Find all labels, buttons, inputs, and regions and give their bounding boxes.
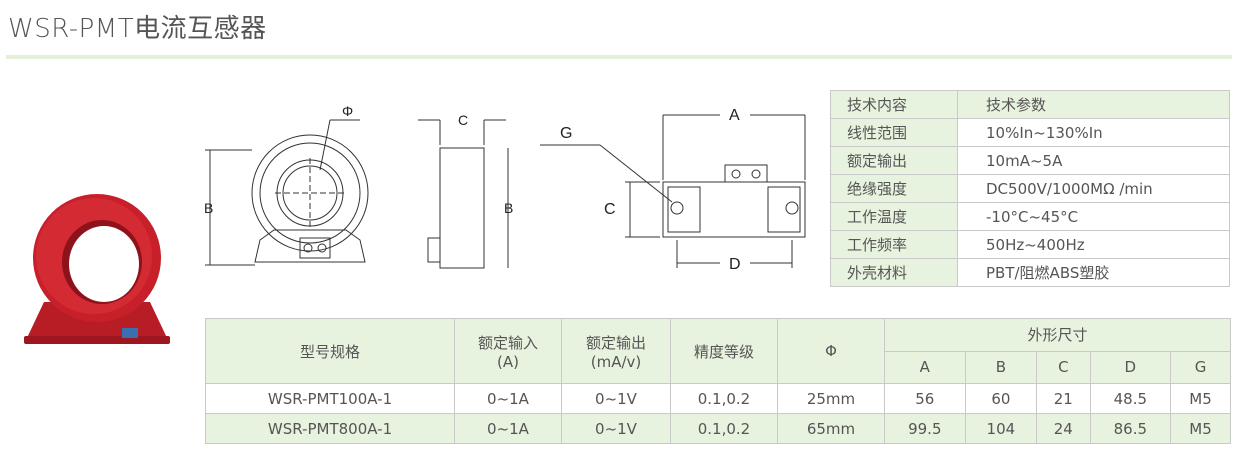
- model-cell: WSR-PMT800A-1: [205, 413, 455, 444]
- table-row: WSR-PMT100A-1 0~1A 0~1V 0.1,0.2 25mm 56 …: [205, 383, 1231, 414]
- product-photo: [24, 194, 170, 344]
- spec-value: DC500V/1000MΩ /min: [957, 174, 1230, 203]
- front-view-outer: [251, 134, 369, 252]
- model-header-output: 额定输出 (mA/v): [561, 318, 671, 384]
- input-cell: 0~1A: [454, 383, 562, 414]
- spec-row: 额定输出 10mA~5A: [830, 146, 1230, 175]
- dim-header-g: G: [1170, 350, 1231, 384]
- spec-header-row: 技术内容 技术参数: [830, 90, 1230, 119]
- spec-row: 工作温度 -10°C~45°C: [830, 202, 1230, 231]
- model-header-input-label: 额定输入: [477, 333, 538, 352]
- dim-c-cell: 21: [1036, 383, 1091, 414]
- model-header-row-2: A B C D G: [206, 350, 1231, 384]
- dim-g-cell: M5: [1170, 413, 1231, 444]
- dim-header-b: B: [964, 350, 1038, 384]
- dim-a-cell: 99.5: [884, 413, 966, 444]
- spec-value: 50Hz~400Hz: [957, 230, 1230, 259]
- spec-row: 线性范围 10%In~130%In: [830, 118, 1230, 147]
- top-c-label: C: [604, 201, 616, 218]
- spec-key: 工作频率: [830, 230, 958, 259]
- side-view-body: [439, 147, 485, 269]
- spec-value: PBT/阻燃ABS塑胶: [957, 258, 1230, 287]
- spec-header-key: 技术内容: [830, 90, 958, 119]
- spec-key: 外壳材料: [830, 258, 958, 287]
- dim-b-cell: 104: [964, 413, 1038, 444]
- spec-value: -10°C~45°C: [957, 202, 1230, 231]
- dim-c-cell: 24: [1036, 413, 1091, 444]
- model-header-phi: Φ: [777, 318, 885, 384]
- model-header-input-unit: (A): [497, 352, 519, 371]
- dim-d-cell: 86.5: [1089, 413, 1172, 444]
- accuracy-cell: 0.1,0.2: [670, 413, 778, 444]
- dim-a-cell: 56: [884, 383, 966, 414]
- spec-value: 10mA~5A: [957, 146, 1230, 175]
- spec-key: 额定输出: [830, 146, 958, 175]
- spec-key: 工作温度: [830, 202, 958, 231]
- spec-row: 外壳材料 PBT/阻燃ABS塑胶: [830, 258, 1230, 287]
- dim-header-a: A: [884, 350, 966, 384]
- model-header-output-label: 额定输出: [585, 333, 646, 352]
- dim-header-d: D: [1089, 350, 1172, 384]
- page-title: WSR-PMT电流互感器: [8, 14, 267, 44]
- phi-cell: 25mm: [777, 383, 885, 414]
- accuracy-cell: 0.1,0.2: [670, 383, 778, 414]
- dim-d-cell: 48.5: [1089, 383, 1172, 414]
- dim-header-c: C: [1036, 350, 1091, 384]
- model-cell: WSR-PMT100A-1: [205, 383, 455, 414]
- spec-key: 绝缘强度: [830, 174, 958, 203]
- spec-key: 线性范围: [830, 118, 958, 147]
- top-d-label: D: [729, 256, 741, 273]
- output-cell: 0~1V: [561, 413, 671, 444]
- top-view-body: [662, 181, 806, 238]
- g-label: G: [560, 125, 572, 142]
- output-cell: 0~1V: [561, 383, 671, 414]
- spec-table: 技术内容 技术参数 线性范围 10%In~130%In 额定输出 10mA~5A…: [830, 90, 1230, 287]
- side-c-label: C: [458, 112, 468, 128]
- top-a-label: A: [729, 107, 740, 124]
- spec-row: 绝缘强度 DC500V/1000MΩ /min: [830, 174, 1230, 203]
- phi-cell: 65mm: [777, 413, 885, 444]
- dim-g-cell: M5: [1170, 383, 1231, 414]
- model-table: 型号规格 额定输入 (A) 额定输出 (mA/v) 精度等级 Φ 外形尺寸 A …: [205, 318, 1231, 444]
- model-header-dimensions: 外形尺寸: [884, 318, 1231, 352]
- phi-label: Φ: [342, 103, 353, 119]
- title-divider: [6, 55, 1232, 59]
- dimension-drawings: Φ B C B A G C D: [204, 103, 806, 273]
- input-cell: 0~1A: [454, 413, 562, 444]
- spec-row: 工作频率 50Hz~400Hz: [830, 230, 1230, 259]
- model-header-row-1: 型号规格 额定输入 (A) 额定输出 (mA/v) 精度等级 Φ 外形尺寸: [205, 318, 1231, 384]
- table-row: WSR-PMT800A-1 0~1A 0~1V 0.1,0.2 65mm 99.…: [205, 413, 1231, 444]
- model-header-model: 型号规格: [205, 318, 455, 384]
- model-header-accuracy: 精度等级: [670, 318, 778, 384]
- dim-b-cell: 60: [964, 383, 1038, 414]
- front-b-label: B: [204, 200, 213, 216]
- product-label: [122, 328, 138, 338]
- spec-header-value: 技术参数: [957, 90, 1230, 119]
- model-header-input: 额定输入 (A): [454, 318, 562, 384]
- side-b-label: B: [504, 200, 513, 216]
- model-header-output-unit: (mA/v): [590, 352, 642, 371]
- spec-value: 10%In~130%In: [957, 118, 1230, 147]
